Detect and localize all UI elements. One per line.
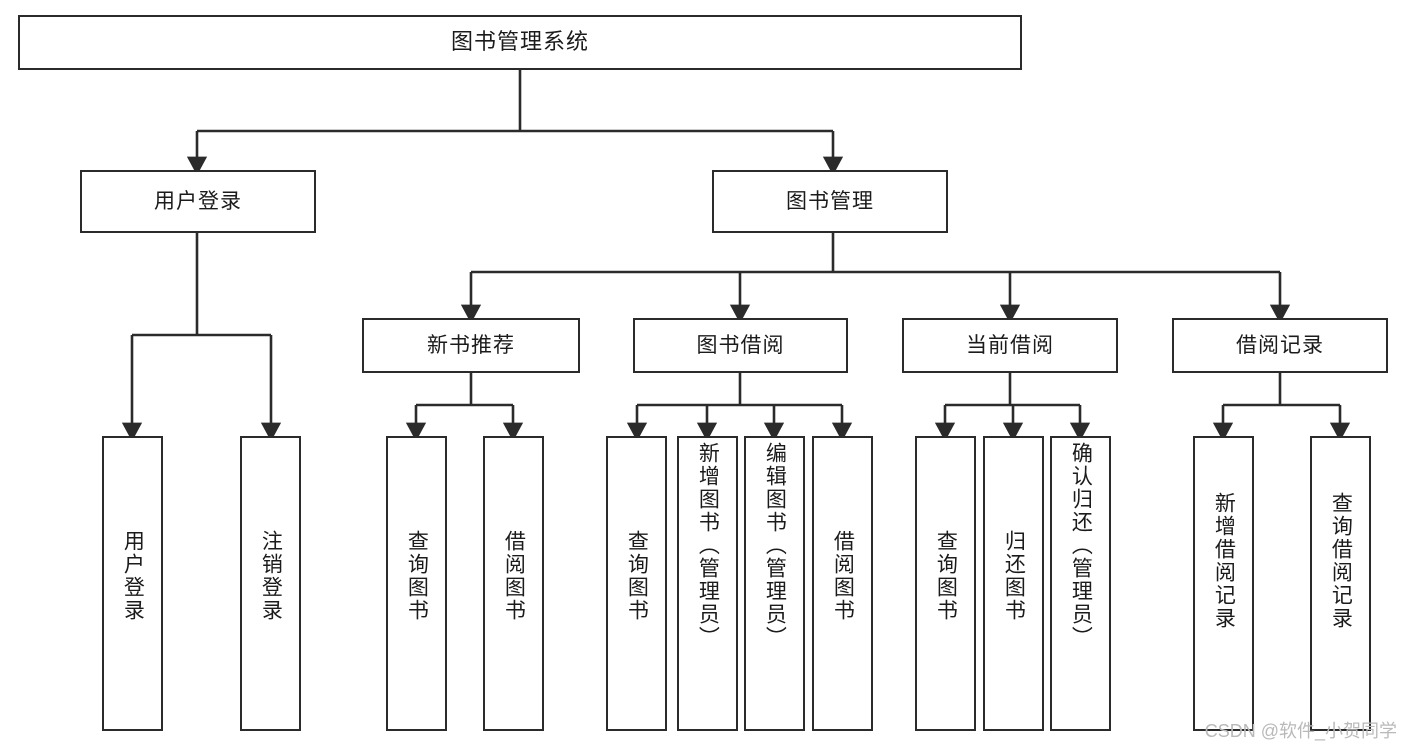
leaf-user-login-login[interactable]: 用户登录: [102, 436, 163, 731]
node-label: 注销登录: [259, 530, 283, 622]
node-current-borrowing[interactable]: 当前借阅: [902, 318, 1118, 373]
node-book-borrowing[interactable]: 图书借阅: [633, 318, 848, 373]
node-label: 查询图书: [934, 530, 958, 622]
node-label: 当前借阅: [966, 333, 1054, 357]
leaf-record-query-borrow-record[interactable]: 查询借阅记录: [1310, 436, 1371, 731]
node-label: 借阅图书: [831, 530, 855, 622]
node-label: 归还图书: [1002, 530, 1026, 622]
node-label: 查询图书: [625, 530, 649, 622]
leaf-record-add-borrow-record[interactable]: 新增借阅记录: [1193, 436, 1254, 731]
node-book-management[interactable]: 图书管理: [712, 170, 948, 233]
leaf-user-login-logout[interactable]: 注销登录: [240, 436, 301, 731]
leaf-current-confirm-return-admin[interactable]: 确认归还（管理员）: [1050, 436, 1111, 731]
leaf-borrow-edit-book-admin[interactable]: 编辑图书（管理员）: [744, 436, 805, 731]
node-label: 图书管理系统: [450, 29, 589, 55]
node-label: 新增借阅记录: [1212, 492, 1236, 630]
leaf-new-book-borrow-books[interactable]: 借阅图书: [483, 436, 544, 731]
node-label: 查询图书: [405, 530, 429, 622]
csdn-watermark: CSDN @软件_小贺同学: [1204, 721, 1397, 741]
node-label: 图书管理: [786, 189, 874, 213]
leaf-borrow-add-book-admin[interactable]: 新增图书（管理员）: [677, 436, 738, 731]
node-label: 借阅图书: [502, 530, 526, 622]
node-label: 借阅记录: [1236, 333, 1324, 357]
node-user-login[interactable]: 用户登录: [80, 170, 316, 233]
leaf-borrow-query-books[interactable]: 查询图书: [606, 436, 667, 731]
node-new-book-recommendation[interactable]: 新书推荐: [362, 318, 580, 373]
node-label: 新增图书（管理员）: [696, 442, 720, 649]
leaf-current-return-books[interactable]: 归还图书: [983, 436, 1044, 731]
leaf-current-query-books[interactable]: 查询图书: [915, 436, 976, 731]
node-borrowing-record[interactable]: 借阅记录: [1172, 318, 1388, 373]
leaf-borrow-borrow-books[interactable]: 借阅图书: [812, 436, 873, 731]
node-label: 图书借阅: [696, 333, 785, 357]
node-root-book-management-system[interactable]: 图书管理系统: [18, 15, 1022, 70]
node-label: 编辑图书（管理员）: [763, 442, 787, 649]
node-label: 新书推荐: [427, 333, 515, 357]
node-label: 用户登录: [154, 189, 242, 213]
node-label: 查询借阅记录: [1329, 492, 1353, 630]
leaf-new-book-query-books[interactable]: 查询图书: [386, 436, 447, 731]
node-label: 确认归还（管理员）: [1069, 442, 1093, 649]
node-label: 用户登录: [121, 530, 145, 622]
